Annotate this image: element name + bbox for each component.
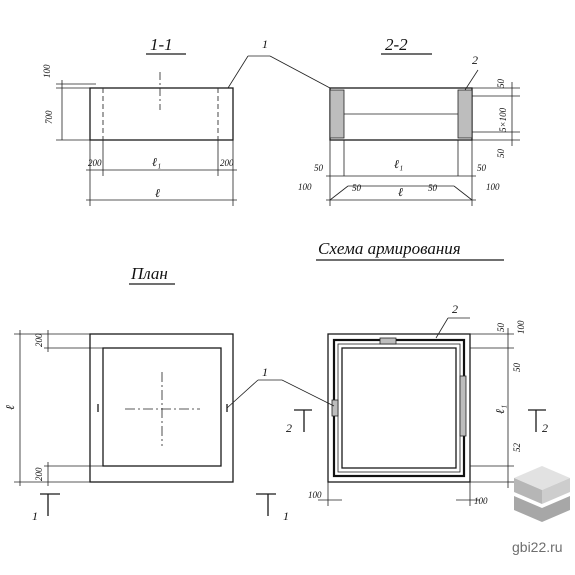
dim-5x100: 5×100: [498, 107, 508, 132]
rebar-joint-top: [379, 337, 397, 345]
reinforcement-scheme: 2 50 100 50 ℓ₁ 52 100 100 2 2: [281, 302, 548, 506]
dim-700: 700: [44, 110, 54, 124]
plan-inner-contour: [102, 347, 222, 467]
dim-100-left: 100: [298, 182, 312, 192]
dim-100-top: 100: [42, 64, 52, 78]
section-marker-1-right: 1: [283, 509, 289, 523]
dim-l-section1: ℓ: [155, 186, 160, 200]
scheme-title: Схема армирования: [318, 239, 461, 258]
dim-l-section2: ℓ: [398, 185, 403, 199]
dim-50-scheme-mid: 50: [512, 363, 522, 373]
section-marker-2-right: 2: [542, 421, 548, 435]
section-2-2-mark: 2: [472, 53, 478, 67]
dim-200-plan-bottom: 200: [34, 467, 44, 481]
section-2-2-title: 2-2: [385, 35, 408, 54]
dim-l1-section2: ℓ₁: [394, 157, 403, 171]
dim-200-left: 200: [88, 158, 102, 168]
section-2-2: 2-2 2 50 5×100 50 50 50 100 100 50: [269, 35, 520, 206]
dim-100-right: 100: [486, 182, 500, 192]
section-1-1: 1-1 1 100 700 200 200 ℓ₁ ℓ: [42, 35, 270, 206]
rebar-joint-left: [331, 399, 339, 417]
dim-50-left: 50: [314, 163, 324, 173]
watermark-logo: [514, 466, 570, 522]
dim-50-right: 50: [477, 163, 487, 173]
rebar-frame-inner: [337, 343, 461, 473]
section-1-1-slab: [89, 87, 234, 141]
dim-200-right: 200: [220, 158, 234, 168]
dim-50-inner-left: 50: [352, 183, 362, 193]
section-marker-1-left: 1: [32, 509, 38, 523]
plan-title: План: [130, 264, 168, 283]
dim-100-scheme-left: 100: [308, 490, 322, 500]
dim-50-bottom: 50: [496, 149, 506, 159]
dim-50-scheme-top: 50: [496, 323, 506, 333]
plan-outer-contour: [89, 333, 234, 483]
dim-l1-section1: ℓ₁: [152, 155, 161, 169]
rebar-joint-right: [459, 375, 467, 437]
section-1-1-title: 1-1: [150, 35, 173, 54]
rebar-hatch-left: [329, 89, 345, 139]
dim-100-scheme-top: 100: [516, 320, 526, 334]
scheme-inner-contour: [341, 347, 457, 469]
watermark-text: gbi22.ru: [512, 539, 563, 555]
dim-l-plan: ℓ: [3, 405, 17, 410]
dim-52-scheme: 52: [512, 443, 522, 453]
rebar-frame-outer: [332, 338, 466, 478]
section-1-1-mark: 1: [262, 37, 268, 51]
scheme-outer-contour: [327, 333, 471, 483]
dim-50-inner-right: 50: [428, 183, 438, 193]
dim-200-plan-top: 200: [34, 333, 44, 347]
scheme-mark-2: 2: [452, 302, 458, 316]
section-marker-2-left: 2: [286, 421, 292, 435]
dim-100-scheme-right: 100: [474, 496, 488, 506]
dim-50-top: 50: [496, 79, 506, 89]
plan-mark: 1: [262, 365, 268, 379]
rebar-hatch-right: [457, 89, 473, 139]
plan-view: План 1 ℓ 200 200 1 1: [3, 264, 289, 523]
dim-l1-scheme: ℓ₁: [493, 405, 507, 414]
